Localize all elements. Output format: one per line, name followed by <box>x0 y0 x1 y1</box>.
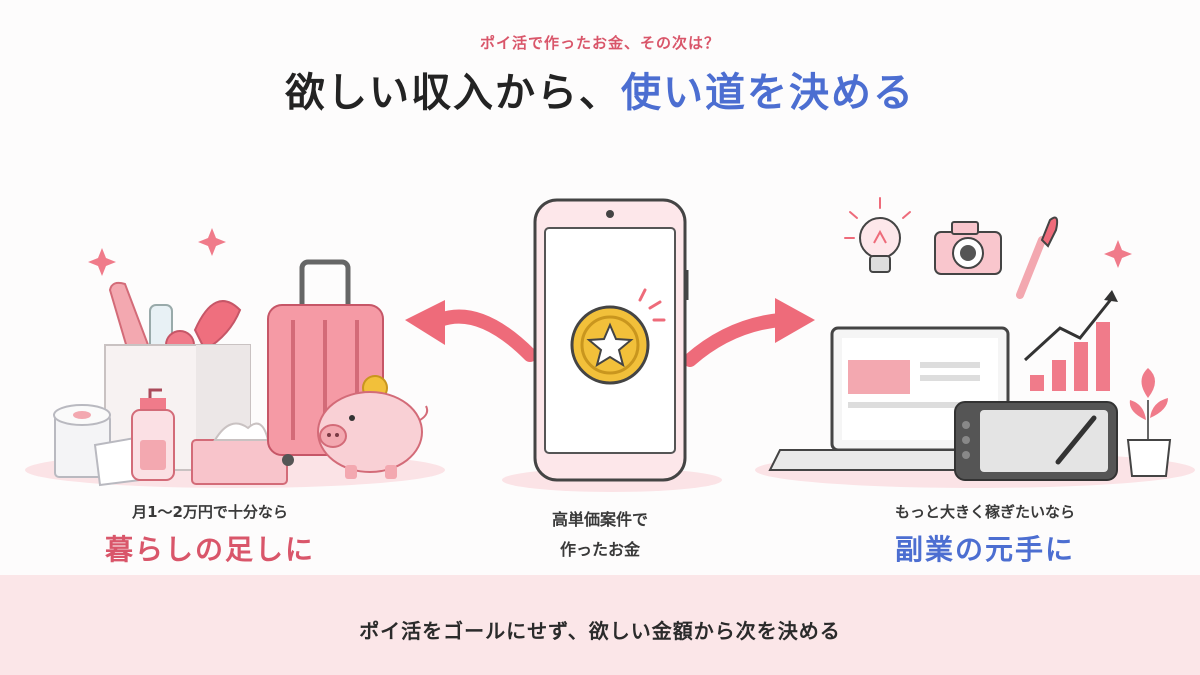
footer-text: ポイ活をゴールにせず、欲しい金額から次を決める <box>359 619 841 643</box>
growth-chart-icon <box>1023 290 1118 391</box>
tissue-box-icon <box>191 422 288 485</box>
coin-star-icon <box>570 288 666 385</box>
illustration <box>25 197 1195 492</box>
sparkle-icon <box>1104 240 1132 268</box>
toilet-paper-icon <box>53 404 142 487</box>
camera-icon <box>934 221 1002 275</box>
right-subtitle: もっと大きく稼ぎたいなら <box>894 503 1075 521</box>
potted-plant-icon <box>1126 368 1172 477</box>
left-arrow-icon <box>405 300 537 362</box>
paintbrush-icon <box>1016 216 1059 299</box>
eyebrow-text: ポイ活で作ったお金、その次は？ <box>479 34 720 52</box>
headline-part2: 使い道を決める <box>621 70 915 116</box>
center-label-line2: 作ったお金 <box>559 540 640 559</box>
piggy-bank-icon <box>317 375 429 479</box>
page-title: 欲しい収入から、使い道を決める <box>0 60 1200 118</box>
hand-soap-icon <box>131 388 175 481</box>
footer-banner: ポイ活をゴールにせず、欲しい金額から次を決める <box>0 575 1200 675</box>
drawing-tablet-icon <box>954 401 1118 481</box>
right-title: 副業の元手に <box>894 533 1075 566</box>
left-subtitle: 月1〜2万円で十分なら <box>132 503 288 521</box>
left-title: 暮らしの足しに <box>104 533 315 566</box>
right-arrow-icon <box>683 298 815 367</box>
lightbulb-icon <box>844 197 911 273</box>
sparkle-icon <box>88 228 226 276</box>
center-label-line1: 高単価案件で <box>551 510 648 529</box>
headline-part1: 欲しい収入から、 <box>285 70 621 116</box>
